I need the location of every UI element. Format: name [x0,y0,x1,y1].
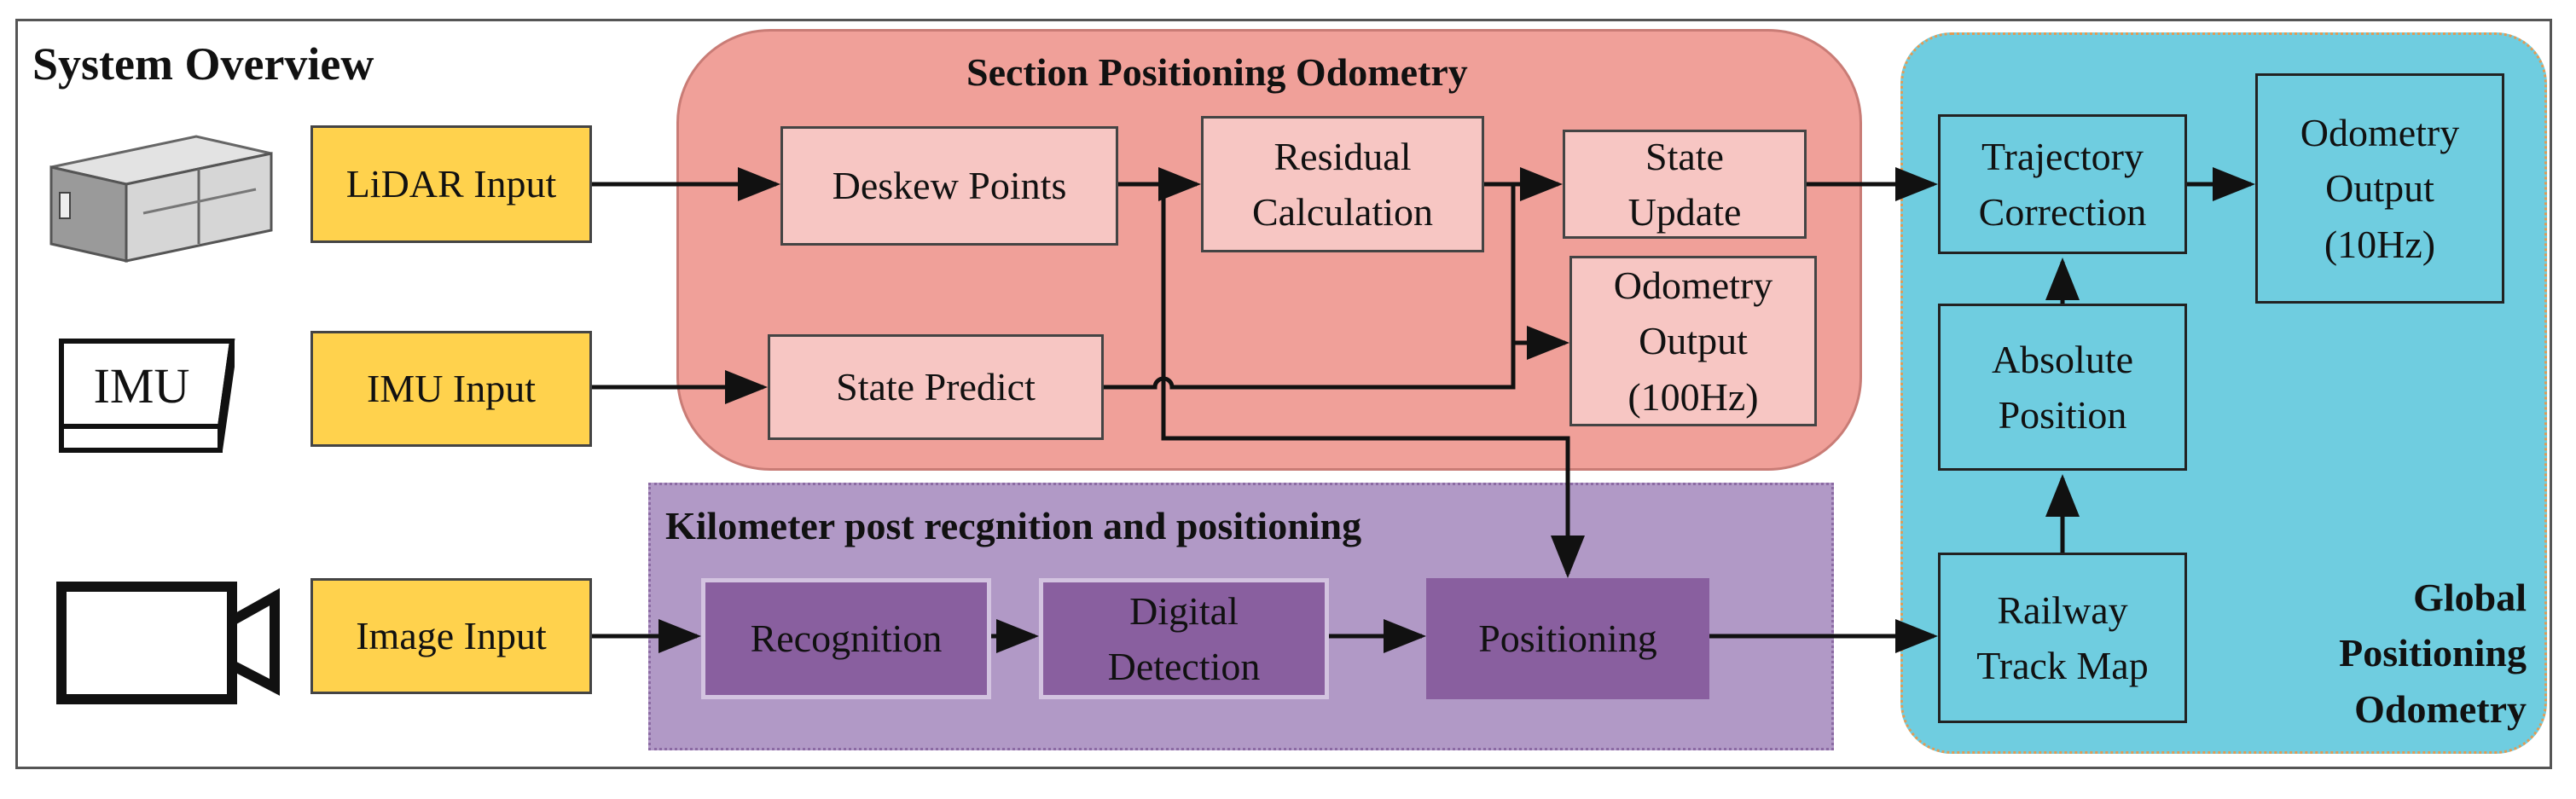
trajectory-correction-block: Trajectory Correction [1938,114,2187,254]
image-input-box: Image Input [310,578,592,694]
deskew-points-block: Deskew Points [780,126,1118,246]
digital-detection-block: Digital Detection [1039,578,1329,699]
lidar-input-box: LiDAR Input [310,125,592,243]
absolute-position-block: Absolute Position [1938,304,2187,471]
positioning-block: Positioning [1426,578,1709,699]
lidar-device-icon [49,135,273,263]
imu-input-box: IMU Input [310,331,592,447]
odometry-output-10hz-block: Odometry Output (10Hz) [2255,73,2504,304]
railway-track-map-block: Railway Track Map [1938,553,2187,723]
kilometer-post-label: Kilometer post recgnition and positionin… [665,504,1362,547]
diagram-title: System Overview [32,38,374,90]
recognition-block: Recognition [701,578,991,699]
state-update-block: State Update [1563,130,1807,239]
state-predict-block: State Predict [768,334,1104,440]
svg-text:IMU: IMU [94,358,190,414]
device-icons: IMU [49,135,280,704]
odometry-output-100hz-block: Odometry Output (100Hz) [1569,256,1817,426]
section-positioning-label: Section Positioning Odometry [966,50,1468,94]
global-positioning-label: Global Positioning Odometry [2339,576,2527,731]
camera-icon [56,582,280,704]
diagram-frame [15,19,2552,769]
residual-calculation-block: Residual Calculation [1201,116,1484,252]
arrow-deskew-to-positioning [1161,184,1585,578]
imu-device-icon: IMU [59,339,235,453]
